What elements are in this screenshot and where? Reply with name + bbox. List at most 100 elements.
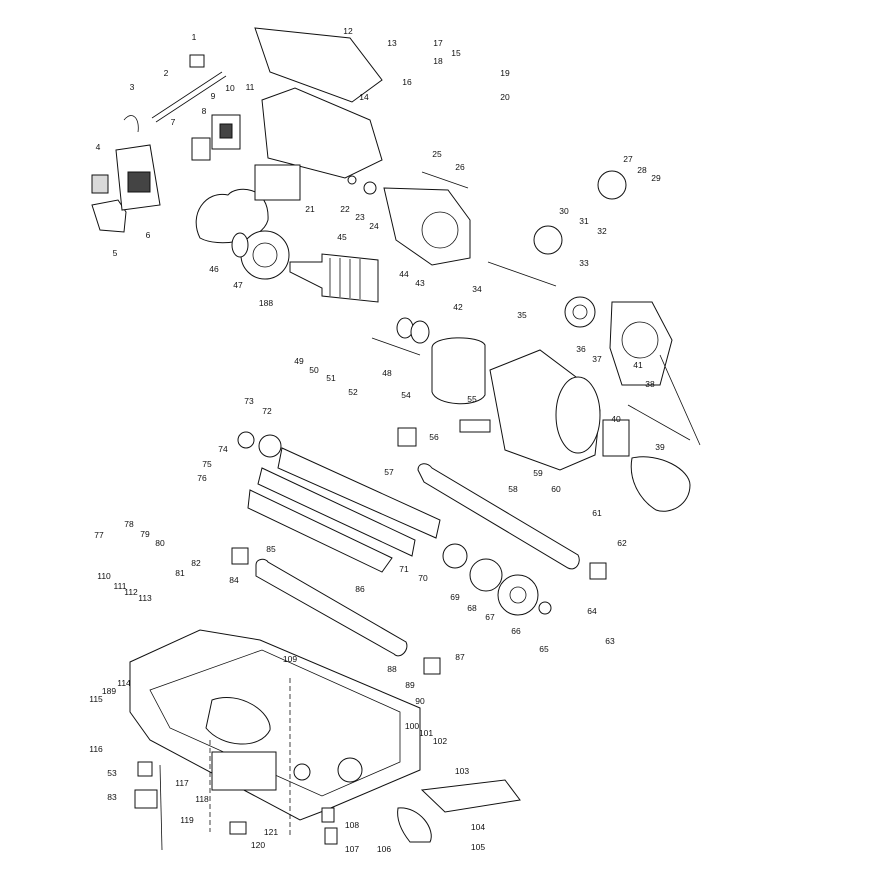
part-label-34: 34 — [472, 284, 482, 294]
part-label-9: 9 — [211, 91, 216, 101]
part-label-7: 7 — [171, 117, 176, 127]
part-label-60: 60 — [551, 484, 561, 494]
cutter-roller-assembly — [231, 427, 607, 675]
part-label-54: 54 — [401, 390, 411, 400]
part-label-100: 100 — [405, 721, 419, 731]
part-label-18: 18 — [433, 56, 443, 66]
part-label-11: 11 — [246, 82, 255, 92]
part-label-84: 84 — [229, 575, 239, 585]
part-label-50: 50 — [309, 365, 319, 375]
part-label-79: 79 — [140, 529, 150, 539]
base-frame — [129, 629, 521, 851]
part-label-20: 20 — [500, 92, 510, 102]
gear-housing — [347, 170, 673, 386]
part-label-64: 64 — [587, 606, 597, 616]
part-label-1: 1 — [192, 32, 197, 42]
part-label-26: 26 — [455, 162, 465, 172]
part-label-65: 65 — [539, 644, 549, 654]
part-label-104: 104 — [471, 822, 485, 832]
part-label-110: 110 — [97, 571, 111, 581]
part-label-25: 25 — [432, 149, 442, 159]
part-label-4: 4 — [96, 142, 101, 152]
part-label-30: 30 — [559, 206, 569, 216]
part-label-90: 90 — [415, 696, 425, 706]
part-label-3: 3 — [130, 82, 135, 92]
part-label-62: 62 — [617, 538, 627, 548]
part-label-21: 21 — [305, 204, 315, 214]
part-label-114: 114 — [117, 678, 131, 688]
part-label-23: 23 — [355, 212, 365, 222]
part-label-8: 8 — [202, 106, 207, 116]
part-label-33: 33 — [579, 258, 589, 268]
part-label-32: 32 — [597, 226, 607, 236]
part-label-22: 22 — [340, 204, 350, 214]
part-label-43: 43 — [415, 278, 425, 288]
part-label-78: 78 — [124, 519, 134, 529]
part-label-2: 2 — [164, 68, 169, 78]
part-label-115: 115 — [89, 694, 103, 704]
part-label-108: 108 — [345, 820, 359, 830]
part-label-73: 73 — [244, 396, 254, 406]
part-label-57: 57 — [384, 467, 394, 477]
part-label-75: 75 — [202, 459, 212, 469]
part-label-120: 120 — [251, 840, 265, 850]
part-label-69: 69 — [450, 592, 460, 602]
part-label-28: 28 — [637, 165, 647, 175]
part-label-13: 13 — [387, 38, 397, 48]
part-label-52: 52 — [348, 387, 358, 397]
part-label-16: 16 — [402, 77, 412, 87]
part-label-31: 31 — [579, 216, 589, 226]
part-label-116: 116 — [89, 744, 103, 754]
part-label-12: 12 — [343, 26, 353, 36]
part-label-39: 39 — [655, 442, 665, 452]
part-label-44: 44 — [399, 269, 409, 279]
part-label-76: 76 — [197, 473, 207, 483]
part-label-10: 10 — [225, 83, 235, 93]
armature-assembly — [231, 230, 430, 356]
part-label-119: 119 — [180, 815, 194, 825]
part-label-14: 14 — [359, 92, 369, 102]
part-label-117: 117 — [175, 778, 189, 788]
part-label-86: 86 — [355, 584, 365, 594]
part-label-5: 5 — [113, 248, 118, 258]
part-label-15: 15 — [451, 48, 461, 58]
part-label-19: 19 — [500, 68, 510, 78]
part-label-38: 38 — [645, 379, 655, 389]
part-label-63: 63 — [605, 636, 615, 646]
part-label-42: 42 — [453, 302, 463, 312]
part-label-59: 59 — [533, 468, 543, 478]
part-label-111: 111 — [114, 581, 127, 591]
part-label-189: 189 — [102, 686, 116, 696]
part-label-77: 77 — [94, 530, 104, 540]
part-label-46: 46 — [209, 264, 219, 274]
part-label-66: 66 — [511, 626, 521, 636]
part-label-112: 112 — [124, 587, 138, 597]
part-label-56: 56 — [429, 432, 439, 442]
part-label-58: 58 — [508, 484, 518, 494]
part-label-70: 70 — [418, 573, 428, 583]
part-label-29: 29 — [651, 173, 661, 183]
part-label-40: 40 — [611, 414, 621, 424]
part-label-47: 47 — [233, 280, 243, 290]
part-label-101: 101 — [419, 728, 433, 738]
part-label-188: 188 — [259, 298, 273, 308]
switch-parts — [91, 27, 383, 244]
motor-housing — [431, 337, 701, 512]
part-label-55: 55 — [467, 394, 477, 404]
part-label-102: 102 — [433, 736, 447, 746]
part-label-61: 61 — [592, 508, 602, 518]
part-label-6: 6 — [146, 230, 151, 240]
part-label-36: 36 — [576, 344, 586, 354]
part-label-87: 87 — [455, 652, 465, 662]
part-label-83: 83 — [107, 792, 117, 802]
part-label-67: 67 — [485, 612, 495, 622]
part-label-53: 53 — [107, 768, 117, 778]
part-label-103: 103 — [455, 766, 469, 776]
part-label-49: 49 — [294, 356, 304, 366]
part-label-72: 72 — [262, 406, 272, 416]
part-label-41: 41 — [633, 360, 643, 370]
part-label-121: 121 — [264, 827, 278, 837]
